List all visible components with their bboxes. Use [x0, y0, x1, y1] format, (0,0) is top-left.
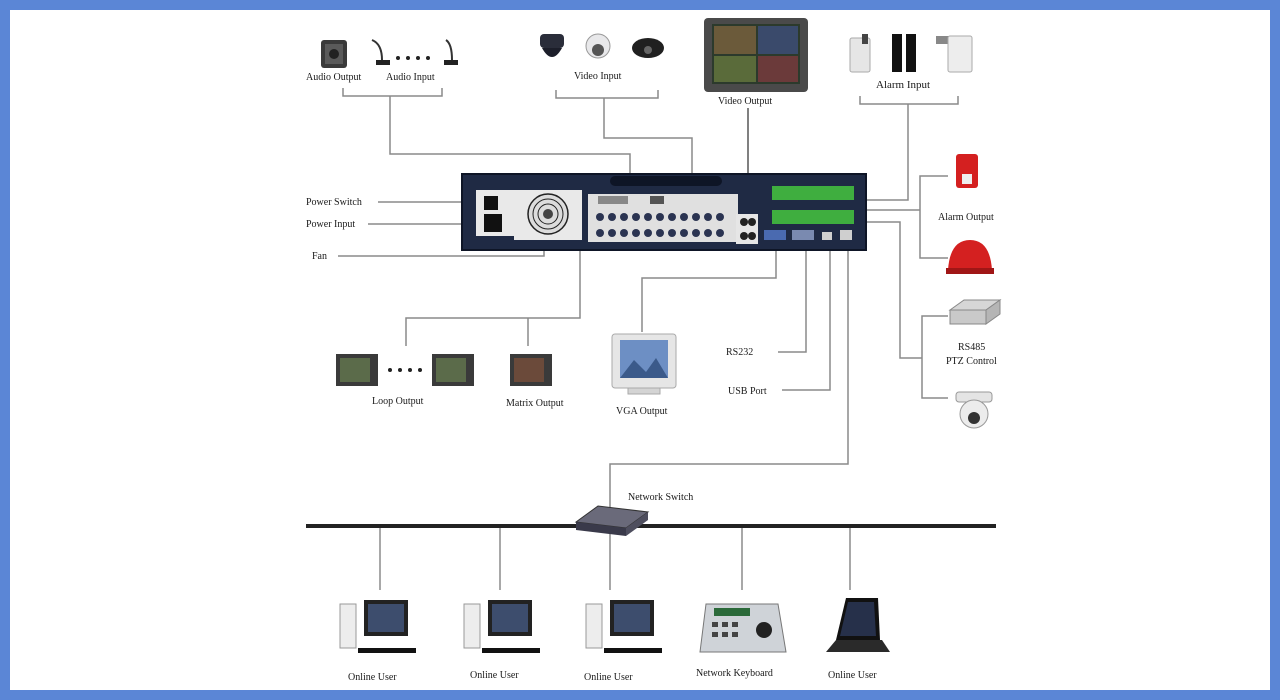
alarm-input-to-dvr-wire	[862, 104, 909, 201]
network-switch-label: Network Switch	[628, 492, 693, 503]
loop-output-label: Loop Output	[372, 396, 424, 407]
rs232-label: RS232	[726, 347, 753, 358]
alarm-input-label: Alarm Input	[876, 79, 930, 91]
video-output-label: Video Output	[718, 96, 772, 107]
vga-port-icon	[764, 230, 786, 240]
usb-port-label: USB Port	[728, 386, 767, 397]
power-switch-icon	[484, 196, 498, 210]
audio-to-dvr-wire	[389, 96, 631, 178]
video-output-monitor-icon	[704, 18, 808, 92]
online-user-computer-icon-1	[339, 600, 416, 653]
power-switch-label: Power Switch	[306, 197, 362, 208]
online-user-label-1: Online User	[348, 672, 397, 683]
rs232-wire	[778, 240, 807, 353]
video-input-cameras-icon	[540, 33, 664, 59]
usb-port-icon	[822, 232, 832, 240]
online-user-label-2: Online User	[470, 670, 519, 681]
online-user-computer-icon-3	[585, 600, 662, 653]
alarm-output-label: Alarm Output	[938, 212, 994, 223]
audio-input-label: Audio Input	[386, 72, 435, 83]
usb-port-wire	[782, 240, 831, 391]
rs232-port-icon	[792, 230, 814, 240]
network-keyboard-label: Network Keyboard	[696, 668, 773, 679]
matrix-output-label: Matrix Output	[506, 398, 564, 409]
alarm-output-terminal-block-icon	[772, 210, 854, 224]
network-switch-icon	[574, 505, 650, 536]
network-port-icon	[840, 230, 852, 240]
ptz-to-dvr-wire	[862, 221, 922, 359]
online-user-computer-icon-2	[463, 600, 540, 653]
audio-output-speaker-icon	[321, 40, 347, 68]
online-user-laptop-icon	[826, 598, 890, 652]
audio-input-microphones-icon	[371, 39, 458, 65]
loop-output-wire	[405, 236, 581, 346]
audio-output-label: Audio Output	[306, 72, 362, 83]
power-input-label: Power Input	[306, 219, 355, 230]
video-input-bracket-wire	[555, 90, 659, 99]
fan-label: Fan	[312, 251, 327, 262]
network-uplink-wire	[609, 240, 849, 508]
vga-output-wire	[641, 240, 777, 332]
loop-output-monitors-icon	[336, 354, 474, 386]
matrix-output-monitor-icon	[510, 354, 552, 386]
online-user-label-4: Online User	[828, 670, 877, 681]
online-user-label-3: Online User	[584, 672, 633, 683]
vga-output-label: VGA Output	[616, 406, 668, 417]
network-keyboard-icon	[699, 603, 787, 653]
bnc-connectors-icon	[596, 213, 724, 237]
alarm-input-bracket-wire	[859, 96, 959, 105]
dvr-rear-panel	[461, 173, 867, 251]
ptz-dome-camera-icon	[955, 391, 993, 429]
ptz-decoder-icon	[948, 299, 1002, 325]
alarm-terminal-block-icon	[772, 186, 854, 200]
alarm-input-sensors-icon	[849, 34, 973, 73]
alarm-output-bracket-wire	[919, 175, 948, 259]
audio-bracket-wire	[342, 88, 443, 97]
fan-icon	[527, 193, 569, 235]
power-input-icon	[484, 214, 502, 232]
alarm-output-siren-icon	[946, 154, 994, 274]
connection-wires	[338, 88, 959, 590]
ptz-control-label: PTZ Control	[946, 356, 997, 367]
ptz-bracket-wire	[921, 315, 948, 399]
rs485-label: RS485	[958, 342, 985, 353]
vga-output-monitor-icon	[611, 333, 677, 395]
video-input-label: Video Input	[574, 71, 622, 82]
